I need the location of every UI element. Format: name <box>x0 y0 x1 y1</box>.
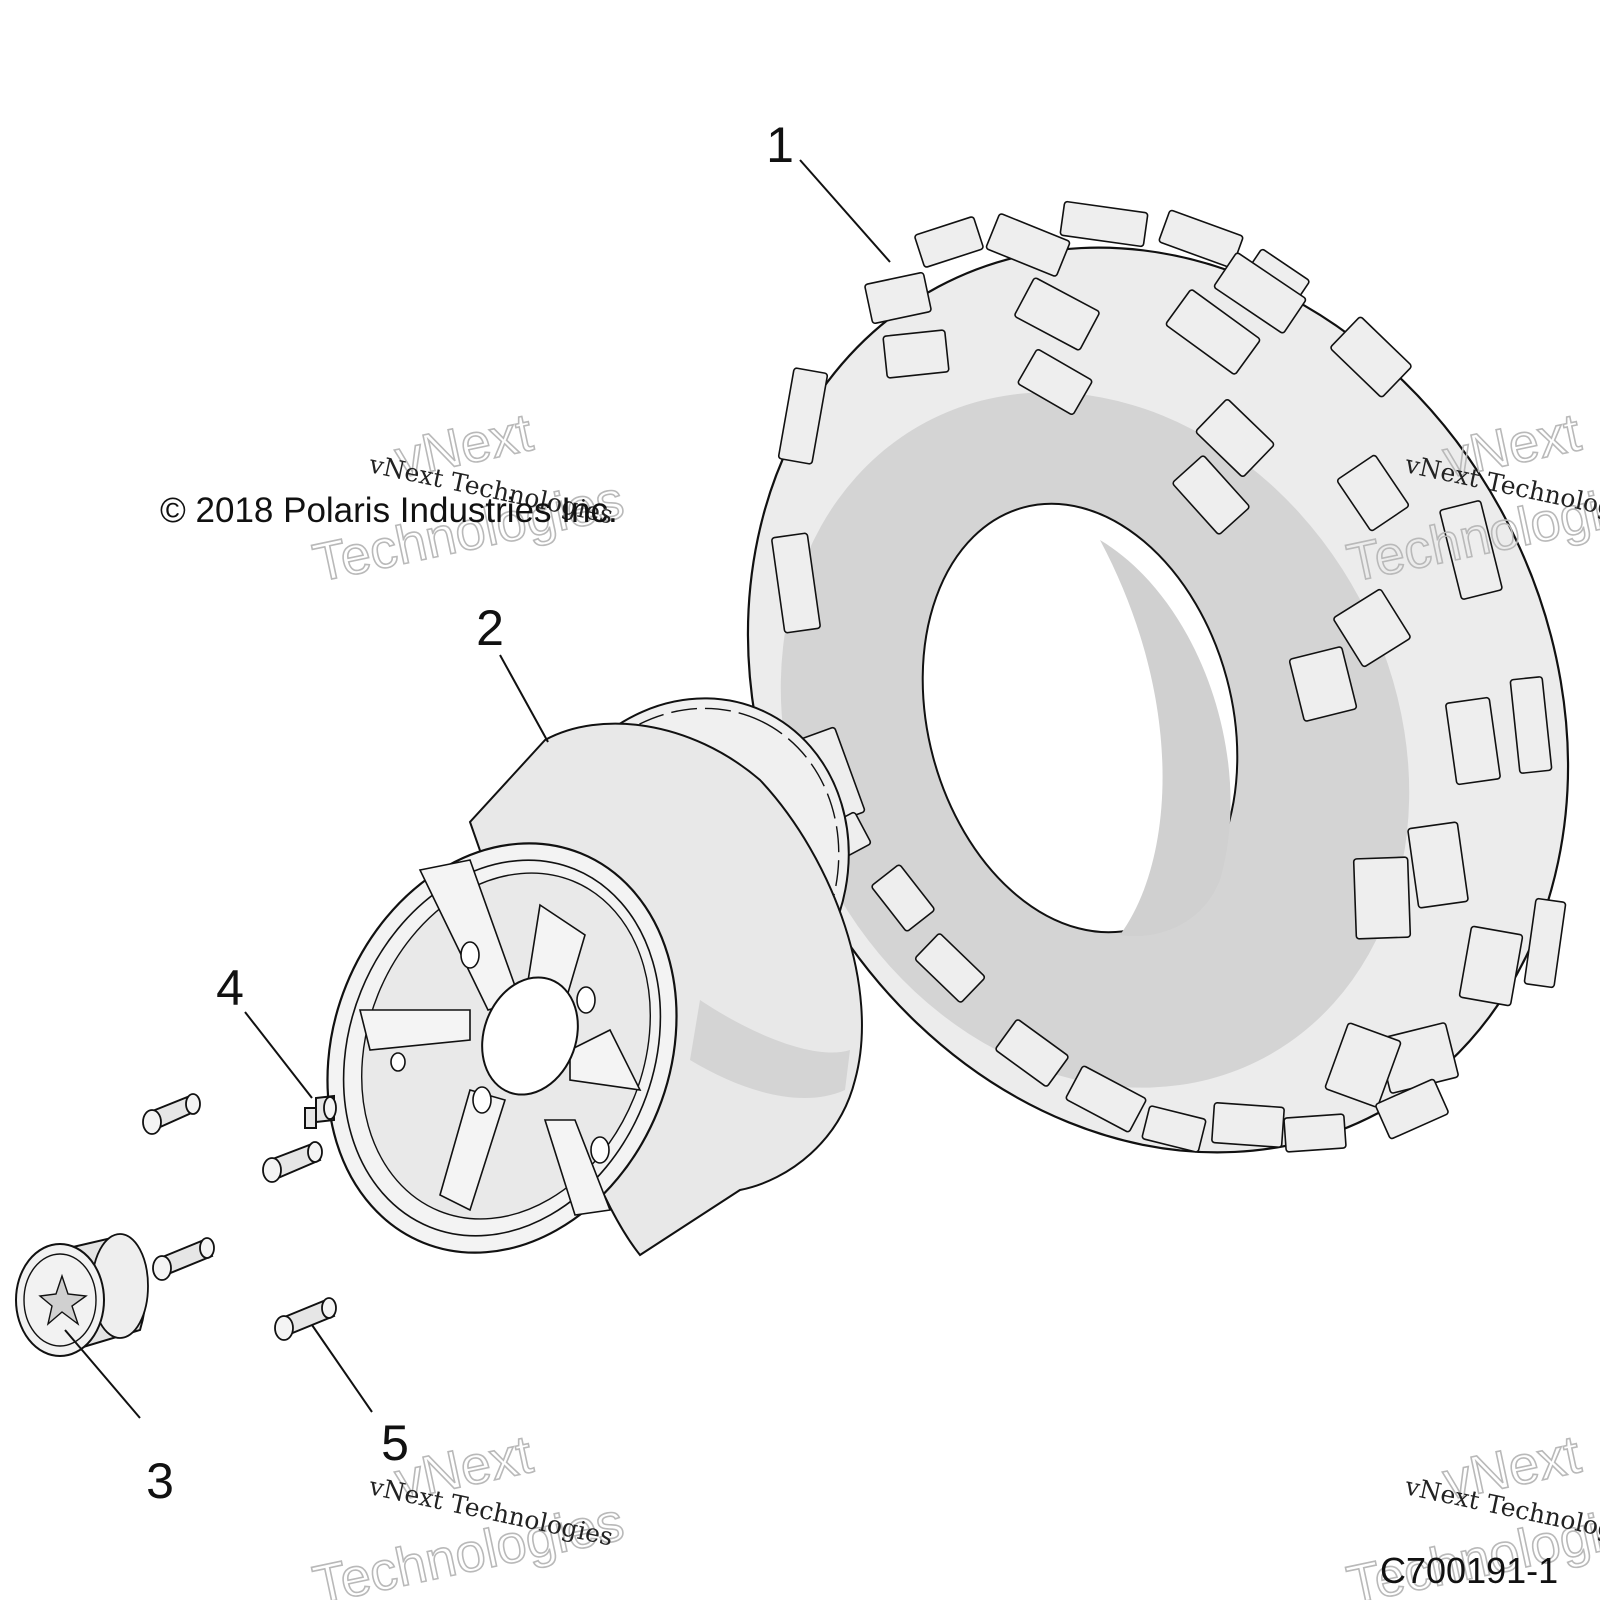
wheel-rim-drawing <box>326 697 863 1257</box>
lug-nut <box>262 1141 323 1183</box>
leader-line-4 <box>244 1011 313 1099</box>
callout-4: 4 <box>216 960 244 1016</box>
callout-2: 2 <box>476 600 504 656</box>
copyright-notice: © 2018 Polaris Industries Inc. <box>160 491 618 530</box>
callout-1: 1 <box>766 117 794 173</box>
leader-lines <box>64 159 891 1419</box>
callout-3: 3 <box>146 1453 174 1509</box>
valve-stem-drawing <box>304 1094 337 1129</box>
watermark-bottom-left: vNext Technologies vNext Technologies <box>307 1424 629 1600</box>
hub-cap-star-logo <box>38 1273 88 1326</box>
rim-spokes <box>358 859 642 1216</box>
figure-code: C700191-1 <box>1380 1550 1558 1591</box>
leader-line-5 <box>311 1324 373 1413</box>
lug-nuts-drawing <box>142 1093 337 1341</box>
leader-line-2 <box>499 654 549 743</box>
leader-line-1 <box>799 159 891 263</box>
lug-nut <box>142 1093 201 1135</box>
leader-line-3 <box>64 1329 141 1419</box>
callout-numbers: 1 2 3 4 5 <box>146 117 794 1509</box>
lug-nut <box>152 1237 215 1281</box>
tire-drawing <box>746 200 1570 1154</box>
hub-cap-drawing <box>15 1233 149 1357</box>
tire-inner-shadow <box>1100 540 1231 937</box>
rim-lug-holes <box>390 941 610 1164</box>
rim-center-hub <box>481 976 579 1096</box>
lug-nut <box>274 1297 337 1341</box>
callout-5: 5 <box>381 1415 409 1471</box>
tire-tread-blocks <box>771 200 1567 1153</box>
